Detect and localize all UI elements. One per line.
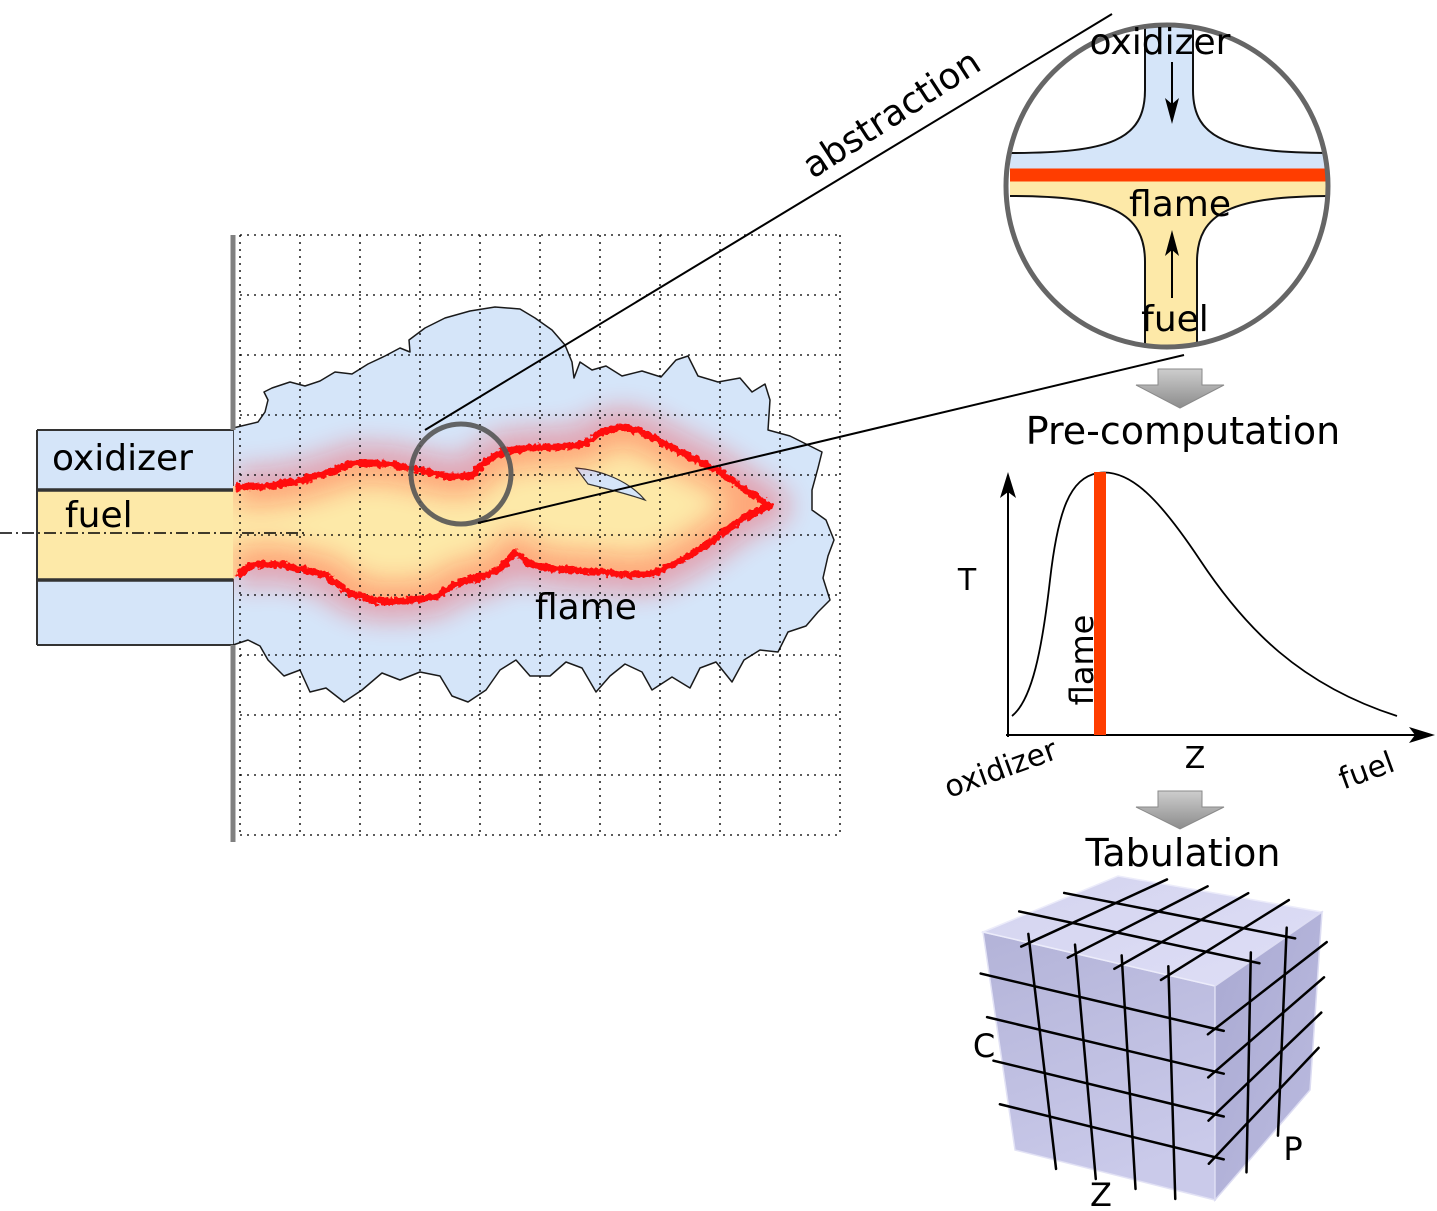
cube-right-column-line xyxy=(1276,926,1288,1137)
cube-right-row-line xyxy=(1207,1011,1323,1122)
cube-left-row-line xyxy=(992,1059,1225,1118)
temperature-profile-curve xyxy=(1011,471,1398,717)
fuel-flow-arrow-head xyxy=(1165,230,1179,256)
domain-flame-label: flame xyxy=(535,587,637,628)
turbulent-flame-domain xyxy=(224,306,835,703)
cube-left-column-line xyxy=(1073,943,1098,1181)
precomputation-label: Pre-computation xyxy=(1026,409,1340,453)
computational-grid xyxy=(239,234,841,836)
zoom-region-marker xyxy=(408,421,514,527)
zoom-oxidizer-label: oxidizer xyxy=(1090,22,1231,63)
cube-top-line xyxy=(1017,910,1261,965)
lookup-table-cube: C Z P xyxy=(973,875,1328,1211)
temperature-mixture-fraction-plot: flame T Z oxidizer fuel xyxy=(940,471,1435,806)
y-axis-label: T xyxy=(957,563,977,598)
inlet-fuel-label: fuel xyxy=(65,495,133,536)
cube-left-column-line xyxy=(1120,954,1137,1191)
y-axis-arrow-icon xyxy=(1000,472,1016,498)
flamelet-contents xyxy=(1009,25,1328,347)
abstraction-label: abstraction xyxy=(795,42,988,187)
zoom-flame-label: flame xyxy=(1129,184,1231,225)
inlet-oxidizer-label: oxidizer xyxy=(52,438,193,479)
down-arrow-icon xyxy=(1135,790,1225,830)
burner-inlet: oxidizer fuel xyxy=(36,429,233,646)
cube-cell-grid xyxy=(979,878,1328,1201)
cube-right-row-line xyxy=(1206,976,1326,1079)
x-axis-arrow-icon xyxy=(1409,727,1435,743)
fuel-stream-walls xyxy=(1009,195,1328,347)
cube-left-row-line xyxy=(979,972,1226,1033)
plot-flame-label: flame xyxy=(1063,615,1101,706)
cube-top-line xyxy=(1062,891,1297,940)
tabulation-label: Tabulation xyxy=(1084,831,1280,875)
connector-line-upper xyxy=(424,13,1113,431)
cube-right-row-line xyxy=(1207,1046,1320,1165)
flow-arrow-icon xyxy=(1165,230,1179,298)
oxidizer-stream-walls xyxy=(1009,25,1328,154)
oxidizer-wisp xyxy=(574,467,647,502)
flame-front xyxy=(234,423,774,605)
oxidizer-flow-arrow-head xyxy=(1165,98,1179,124)
cube-left-row-line xyxy=(985,1015,1226,1075)
connector-line-lower xyxy=(477,354,1185,524)
cube-left-column-line xyxy=(1167,964,1177,1201)
cube-top-line xyxy=(1019,878,1169,948)
fuel-inlet xyxy=(37,490,233,580)
cube-axis-z-label: Z xyxy=(1090,1176,1112,1211)
x-axis-end-label: fuel xyxy=(1334,745,1399,797)
oxidizer-inlet-lower xyxy=(37,580,233,645)
cube-right-row-line xyxy=(1206,940,1328,1036)
zoom-outline xyxy=(1003,22,1331,350)
cube-axis-c-label: C xyxy=(973,1027,995,1065)
cube-left-row-line xyxy=(998,1102,1225,1161)
zoom-fuel-label: fuel xyxy=(1141,299,1209,340)
x-axis-label: Z xyxy=(1185,741,1206,776)
flow-arrow-icon xyxy=(1165,62,1179,124)
flamelet-zoom: oxidizer flame fuel xyxy=(1003,22,1331,350)
oxidizer-inlet-upper xyxy=(37,430,233,490)
down-arrow-icon xyxy=(1135,368,1225,409)
cube-right-column-line xyxy=(1245,951,1253,1174)
cube-left-column-line xyxy=(1027,932,1058,1171)
cube-top-line xyxy=(1113,891,1250,971)
cube-top-line xyxy=(1159,898,1291,982)
cube-axis-p-label: P xyxy=(1283,1130,1302,1168)
cube-top-line xyxy=(1066,885,1209,959)
x-axis-start-label: oxidizer xyxy=(940,732,1063,805)
